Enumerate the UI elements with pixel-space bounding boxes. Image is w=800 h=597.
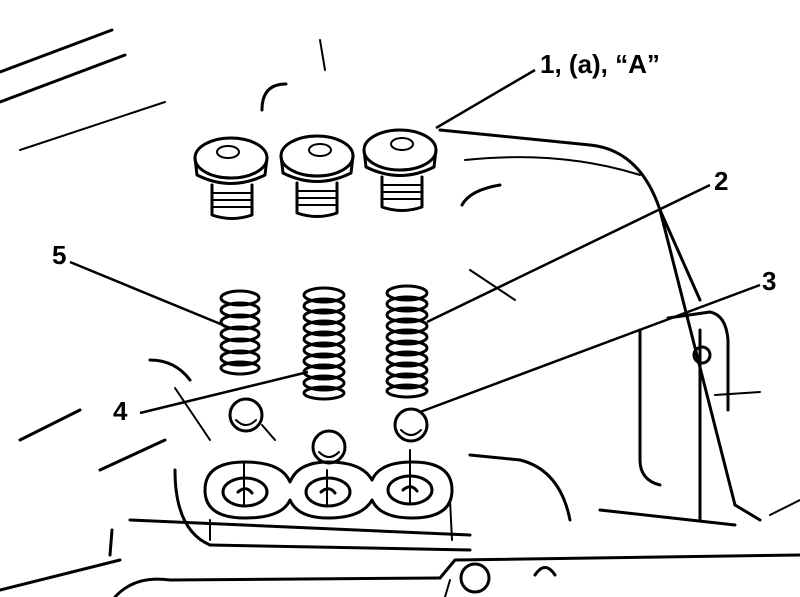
spring-middle xyxy=(302,286,346,401)
leader-5 xyxy=(69,260,224,327)
leader-3 xyxy=(419,283,761,414)
valve-bores xyxy=(203,449,454,541)
check-ball-right xyxy=(393,407,429,443)
callout-2: 2 xyxy=(714,166,728,196)
plug-right xyxy=(362,128,438,212)
spring-long xyxy=(385,284,429,399)
plug-middle xyxy=(279,134,355,218)
leader-2 xyxy=(426,183,711,324)
plug-left xyxy=(193,136,269,220)
spring-short xyxy=(219,289,261,376)
callout-4: 4 xyxy=(113,396,128,426)
callout-1: 1, (a), “A” xyxy=(540,49,660,79)
housing-outline xyxy=(0,28,800,597)
check-ball-middle xyxy=(311,429,347,465)
callout-5: 5 xyxy=(52,240,66,270)
leader-lines xyxy=(69,68,761,415)
callout-3: 3 xyxy=(762,266,776,296)
leader-1 xyxy=(435,68,536,130)
leader-4 xyxy=(139,370,309,415)
check-ball-left xyxy=(228,397,264,433)
